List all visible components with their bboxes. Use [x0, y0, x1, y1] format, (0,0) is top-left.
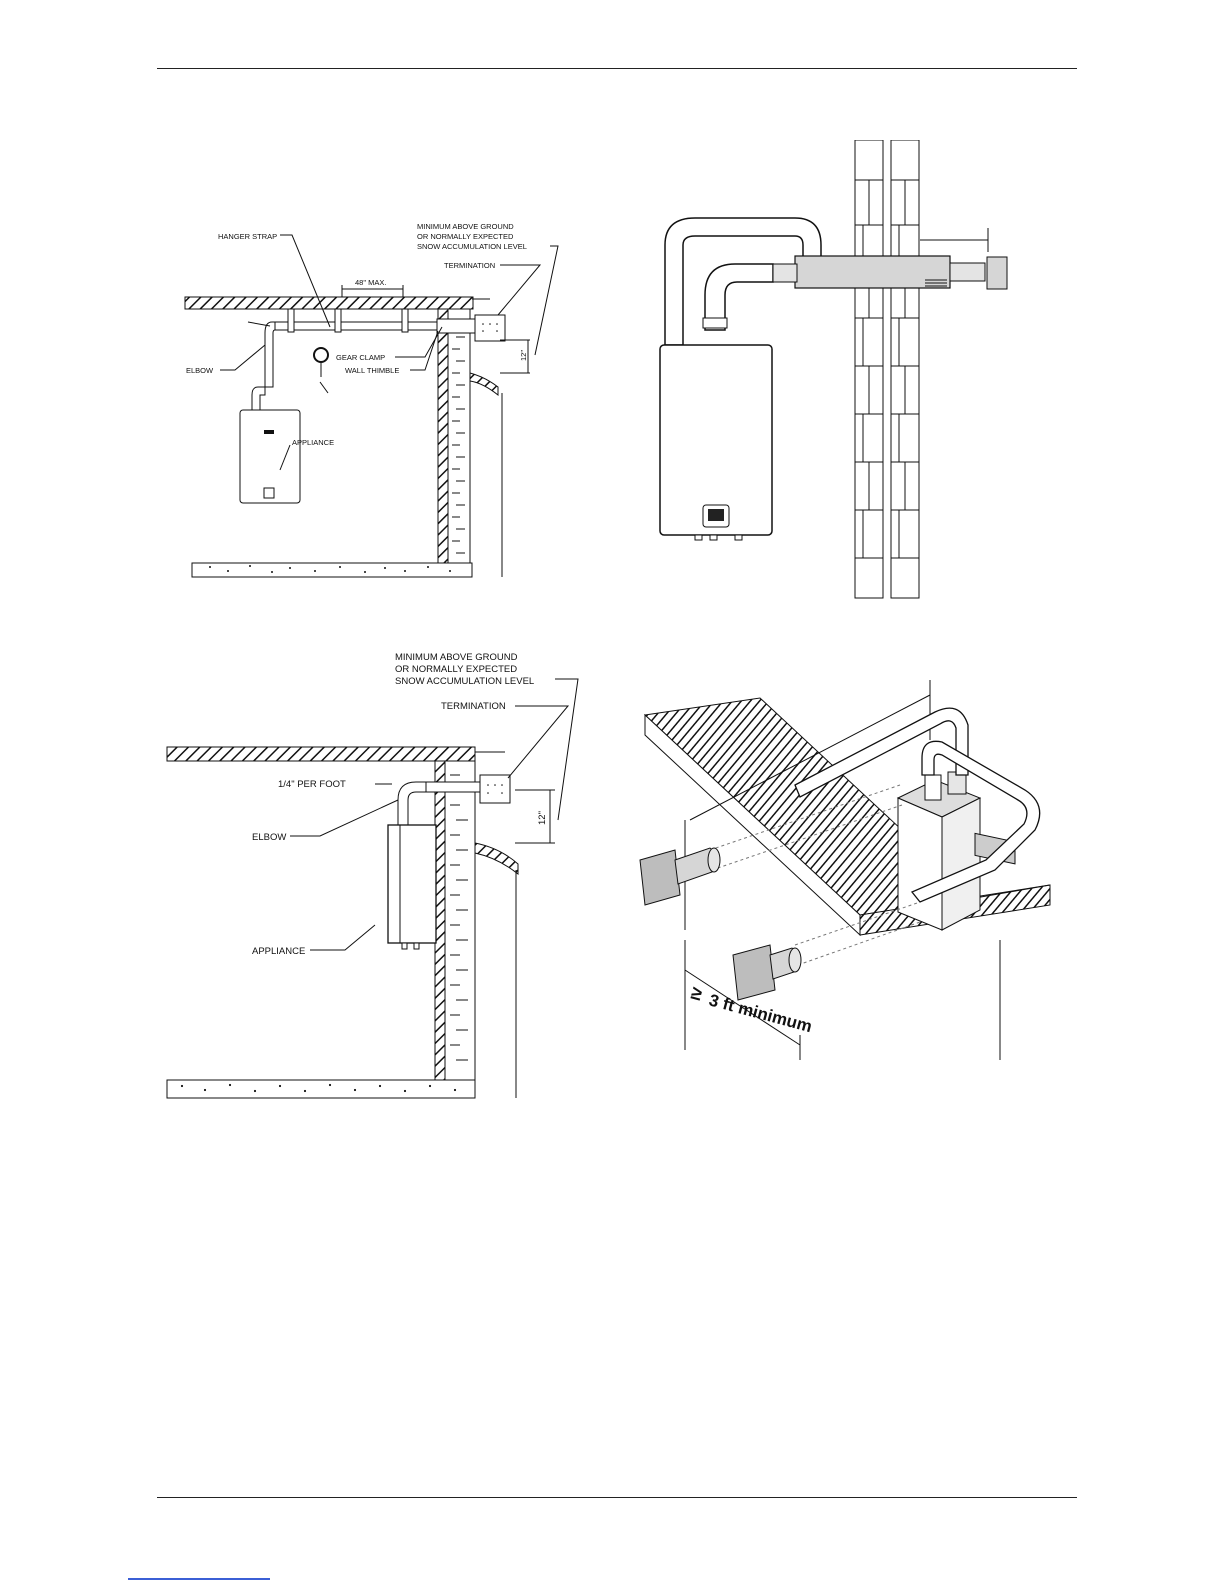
figure-vent-slope-side: MINIMUM ABOVE GROUND OR NORMALLY EXPECTE…	[160, 650, 600, 1105]
label-min-above-1: MINIMUM ABOVE GROUND	[395, 652, 518, 663]
ceiling-hatch	[185, 297, 473, 309]
vent-pipe-horizontal	[426, 782, 482, 792]
label-3ft-minimum: 3 ft minimum	[707, 991, 814, 1037]
label-slope: 1/4" PER FOOT	[278, 779, 346, 790]
appliance-body	[388, 825, 436, 943]
label-elbow: ELBOW	[252, 832, 286, 843]
label-appliance: APPLIANCE	[292, 438, 334, 447]
label-gear-clamp: GEAR CLAMP	[336, 353, 385, 362]
appliance-front	[898, 798, 942, 930]
lower-terminal	[733, 945, 801, 1000]
ceiling-hatch	[167, 747, 475, 761]
vent-terminal-end	[987, 257, 1007, 289]
vent-terminal-cap	[950, 263, 985, 281]
ground-mound	[475, 843, 518, 874]
vent-pipe-horizontal	[275, 322, 453, 330]
label-min-above-3: SNOW ACCUMULATION LEVEL	[395, 676, 534, 687]
footer-link-underline[interactable]	[128, 1578, 270, 1580]
upper-terminal	[640, 848, 720, 905]
wall-thimble	[437, 319, 475, 333]
label-min-above-3: SNOW ACCUMULATION LEVEL	[417, 242, 527, 251]
brick-wall	[855, 140, 919, 598]
label-min-above-2: OR NORMALLY EXPECTED	[417, 232, 514, 241]
label-12-inch: 12"	[519, 350, 528, 361]
wall-brick	[445, 761, 475, 1086]
termination-box	[475, 315, 505, 341]
ground-mound	[470, 373, 498, 395]
figure-vent-front-view	[655, 140, 1020, 600]
label-min-above-1: MINIMUM ABOVE GROUND	[417, 222, 514, 231]
concentric-vent-inner	[773, 264, 797, 282]
floor-slab	[192, 563, 472, 577]
label-elbow: ELBOW	[186, 366, 214, 375]
appliance-vent-collar	[252, 387, 265, 410]
exhaust-collar	[703, 318, 727, 328]
condensate-loop-icon	[314, 348, 328, 362]
appliance-logo	[264, 430, 274, 434]
label-48-max: 48" MAX.	[355, 278, 386, 287]
appliance-control-panel	[264, 488, 274, 498]
label-wall-thimble: WALL THIMBLE	[345, 366, 399, 375]
label-termination: TERMINATION	[441, 701, 506, 712]
exhaust-collar	[925, 775, 941, 800]
footer-rule	[157, 1497, 1077, 1498]
header-rule	[157, 68, 1077, 69]
label-hanger-strap: HANGER STRAP	[218, 232, 277, 241]
label-appliance: APPLIANCE	[252, 946, 305, 957]
elbow-pipe	[398, 782, 428, 825]
label-min-above-2: OR NORMALLY EXPECTED	[395, 664, 517, 675]
wall-brick	[448, 309, 470, 564]
termination-box	[480, 775, 510, 803]
wall-hatch	[438, 309, 448, 564]
figure-isometric-separation: ≥ 3 ft minimum	[630, 680, 1070, 1080]
figure-horizontal-vent-side: HANGER STRAP MINIMUM ABOVE GROUND OR NOR…	[180, 215, 575, 585]
appliance-side	[942, 798, 980, 930]
floor-slab	[167, 1080, 475, 1098]
elbow-pipe	[265, 322, 275, 387]
ge-symbol: ≥	[689, 983, 705, 1006]
label-termination: TERMINATION	[444, 261, 495, 270]
label-12-inch: 12"	[537, 811, 548, 825]
appliance-connections	[402, 943, 419, 949]
control-display-icon	[708, 509, 724, 521]
